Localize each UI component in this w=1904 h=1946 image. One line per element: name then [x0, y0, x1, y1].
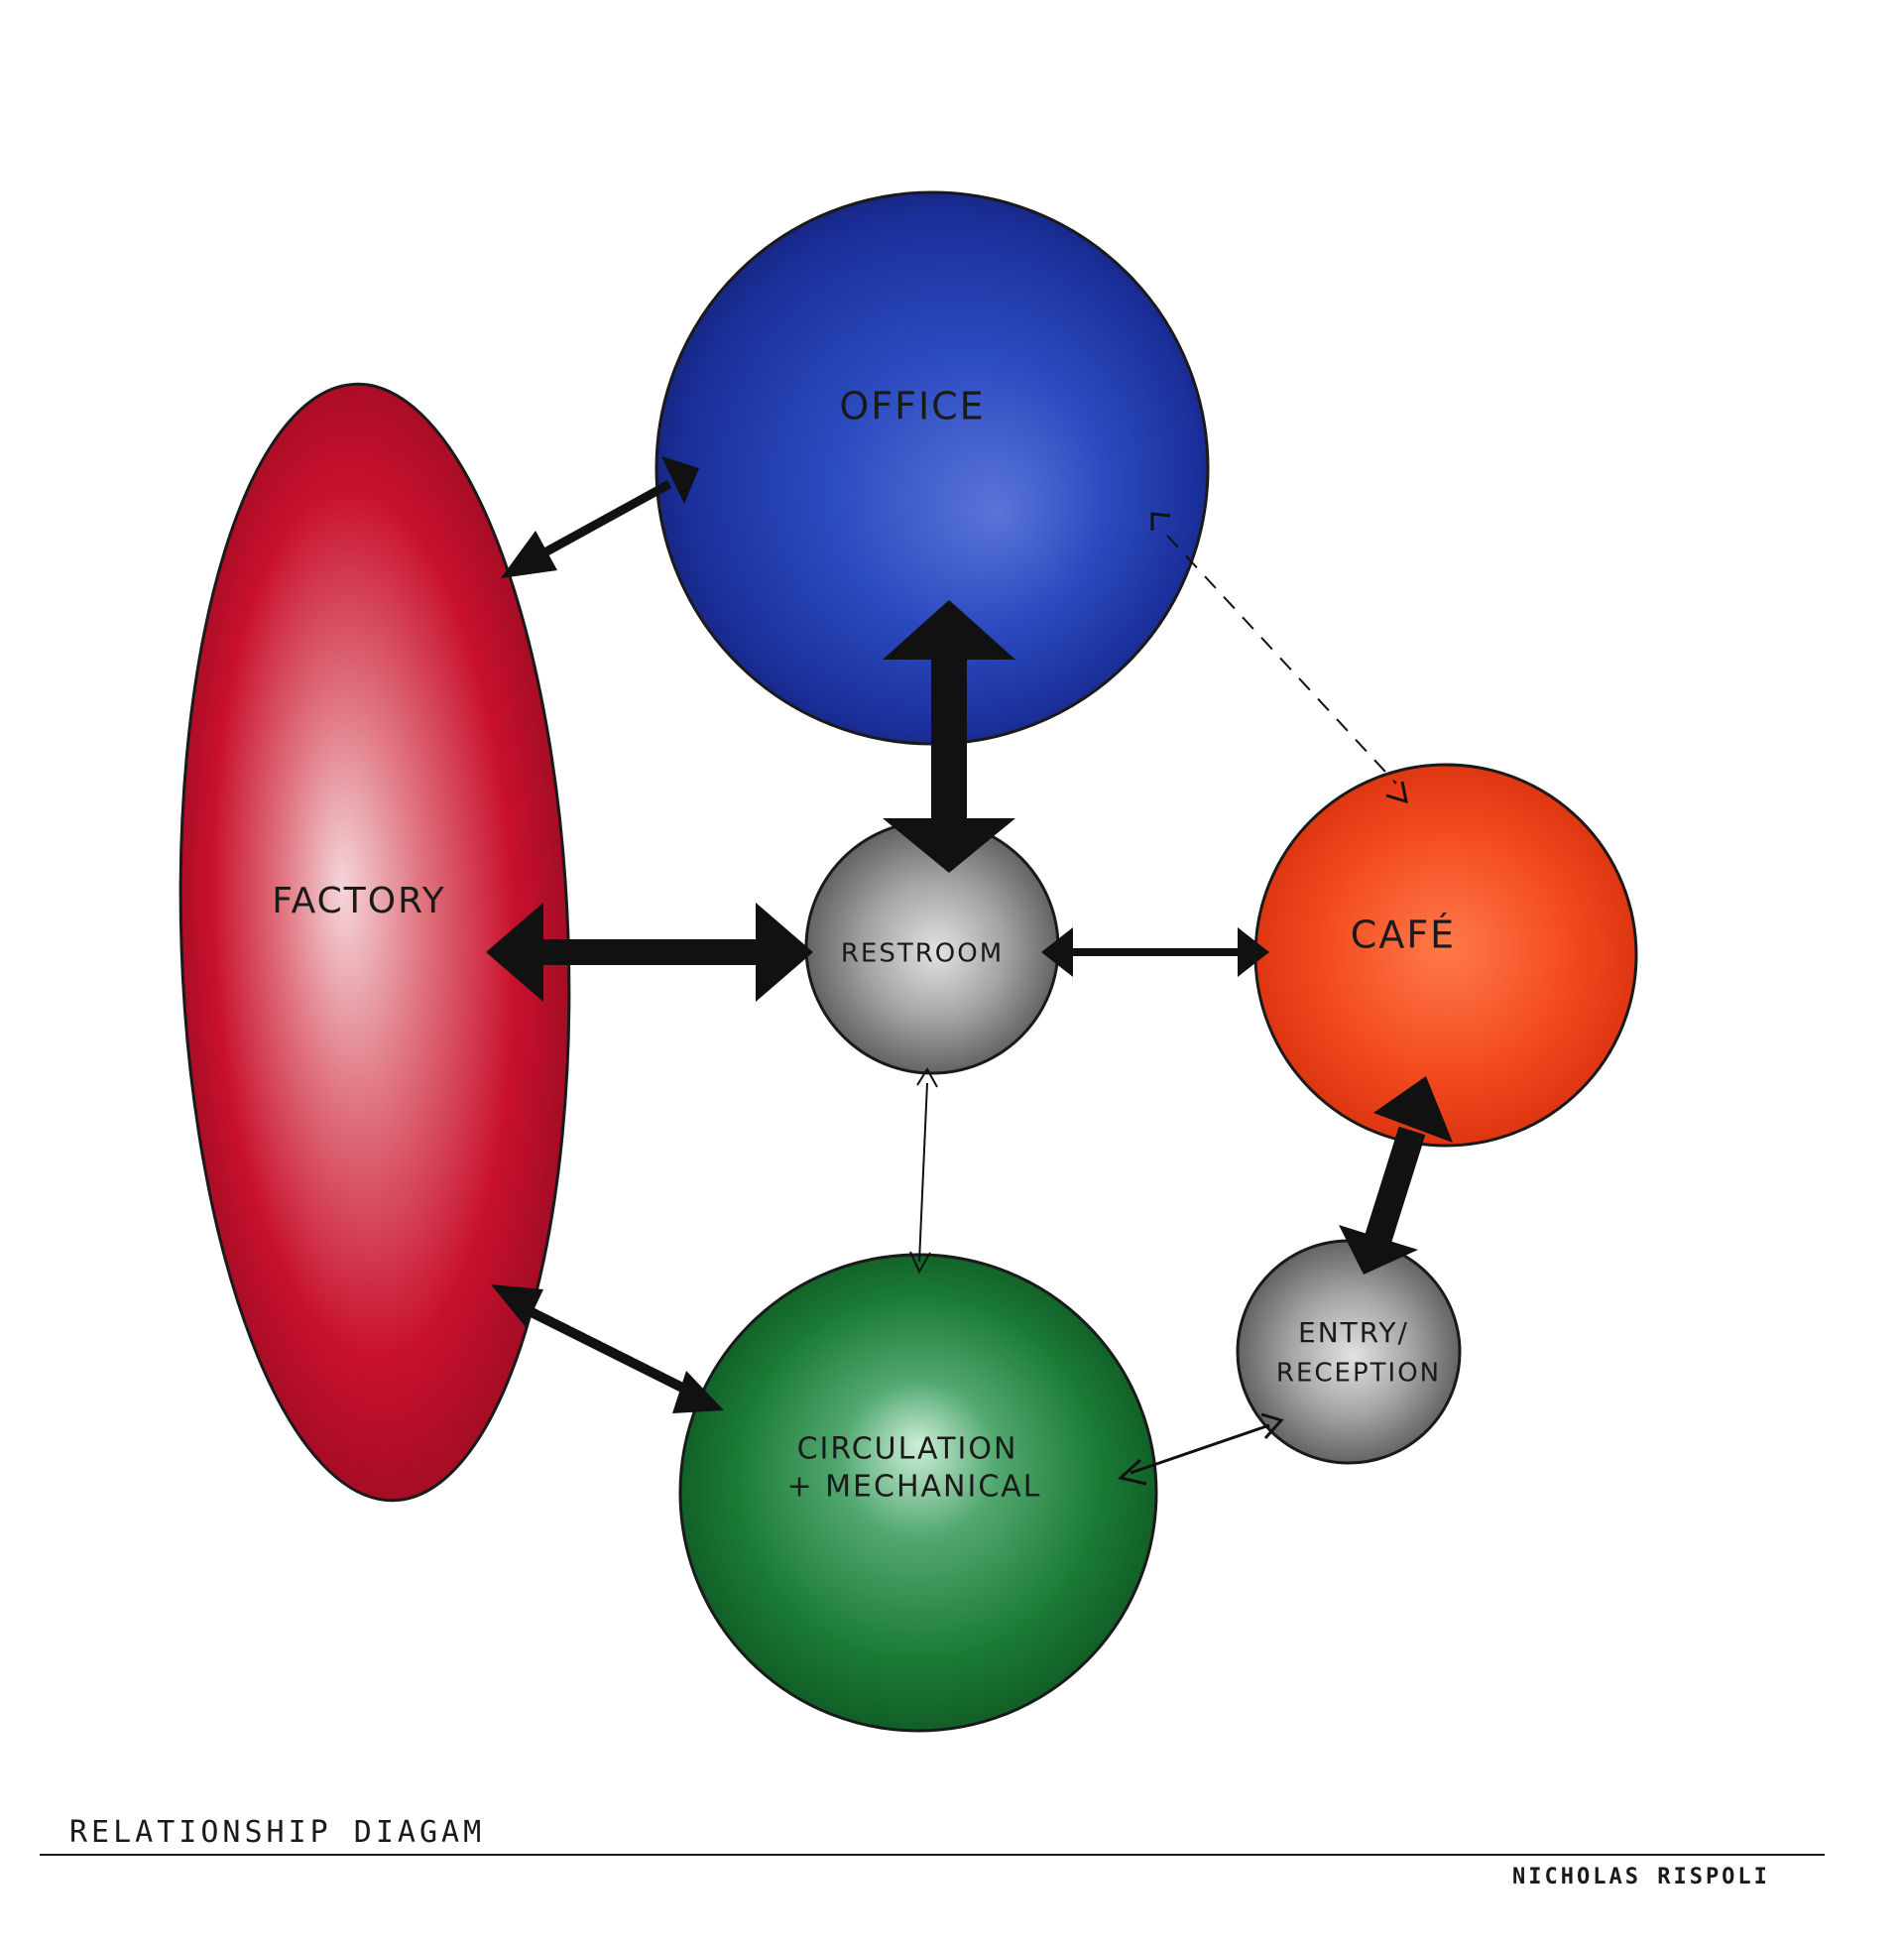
- cafe-label: CAFÉ: [1351, 913, 1456, 957]
- connection-factory-restroom: [486, 903, 813, 1002]
- factory-node: [178, 382, 571, 1503]
- connection-restroom-circulation: [909, 1067, 938, 1275]
- connection-factory-office: [501, 456, 699, 578]
- factory-label: FACTORY: [272, 881, 446, 921]
- circulation-label-line1: CIRCULATION: [797, 1432, 1018, 1467]
- connection-office-cafe: [1150, 512, 1408, 804]
- connection-factory-circulation: [491, 1284, 724, 1413]
- connection-cafe-entry: [1339, 1076, 1453, 1275]
- connection-entry-circulation: [1117, 1412, 1284, 1486]
- entry-node: [1236, 1239, 1462, 1465]
- diagram-title: RELATIONSHIP DIAGAM: [69, 1815, 486, 1850]
- circulation-node: [678, 1253, 1158, 1733]
- office-label: OFFICE: [839, 385, 985, 428]
- author-name: NICHOLAS RISPOLI: [1512, 1865, 1770, 1889]
- connection-restroom-cafe: [1041, 927, 1269, 977]
- entry-label-line2: RECEPTION: [1276, 1359, 1441, 1389]
- entry-label-line1: ENTRY/: [1298, 1316, 1409, 1349]
- restroom-label: RESTROOM: [841, 939, 1004, 969]
- connection-office-restroom: [883, 600, 1015, 873]
- footer-divider: [40, 1854, 1825, 1856]
- circulation-label-line2: + MECHANICAL: [786, 1470, 1041, 1505]
